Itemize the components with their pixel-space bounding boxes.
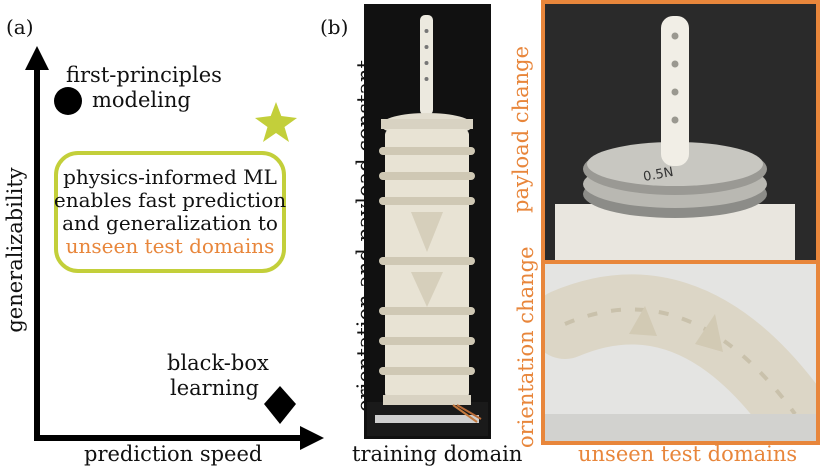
weight-label: 0.5N xyxy=(642,165,675,185)
unseen-domain-frame: 0.5N xyxy=(541,0,820,445)
callout-line2: enables fast prediction xyxy=(53,188,287,212)
first-principles-line1: first-principles xyxy=(66,63,222,87)
training-domain-label: training domain xyxy=(352,442,523,466)
physics-informed-callout: physics-informed ML enables fast predict… xyxy=(54,151,286,273)
x-axis-arrowhead xyxy=(300,426,324,450)
star-icon xyxy=(255,102,297,142)
payload-photo: 0.5N xyxy=(545,4,816,260)
callout-line4: unseen test domains xyxy=(65,234,275,258)
panel-b-label: (b) xyxy=(320,15,349,39)
black-circle-icon xyxy=(54,87,82,115)
x-axis-label: prediction speed xyxy=(84,442,263,466)
payload-change-label: payload change xyxy=(509,45,533,213)
black-box-line1: black-box xyxy=(167,351,269,375)
first-principles-line2: modeling xyxy=(92,88,191,112)
orientation-photo xyxy=(545,264,816,441)
black-box-line2: learning xyxy=(170,376,259,400)
callout-line3: and generalization to xyxy=(62,211,278,235)
panel-a-label: (a) xyxy=(6,15,34,39)
black-diamond-icon xyxy=(264,386,296,424)
payload-illustration: 0.5N xyxy=(545,4,816,260)
orientation-change-label: orientation change xyxy=(514,246,538,448)
callout-line1: physics-informed ML xyxy=(63,165,277,189)
training-photo xyxy=(364,4,491,439)
unseen-test-domains-label: unseen test domains xyxy=(578,442,798,466)
panel-a-axes xyxy=(25,46,324,450)
orientation-illustration xyxy=(545,264,816,441)
soft-robot-illustration xyxy=(367,7,488,436)
y-axis-arrowhead xyxy=(25,46,49,70)
y-axis-label: generalizability xyxy=(3,167,27,333)
